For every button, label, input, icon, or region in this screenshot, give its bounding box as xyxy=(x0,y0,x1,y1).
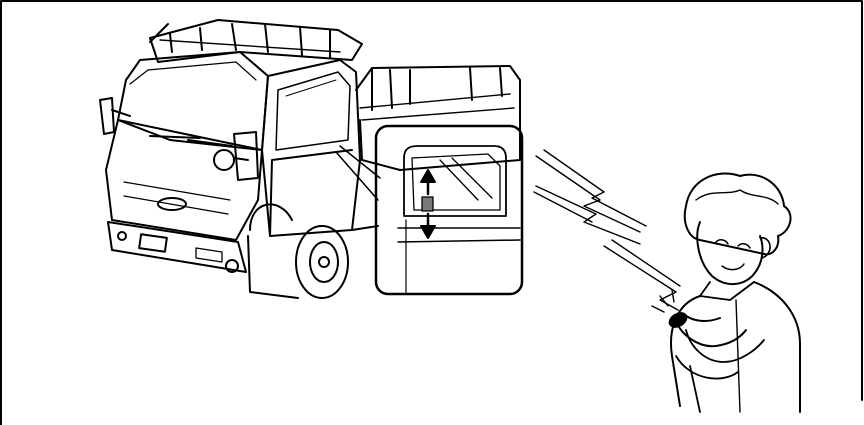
signal-wave-icon xyxy=(534,150,680,310)
truck-icon xyxy=(100,20,520,298)
window-switch xyxy=(422,197,433,211)
up-arrow-icon xyxy=(421,170,435,194)
window-switch-detail-icon xyxy=(376,126,522,294)
remote-key-fob xyxy=(667,310,689,329)
down-arrow-icon xyxy=(421,214,435,238)
